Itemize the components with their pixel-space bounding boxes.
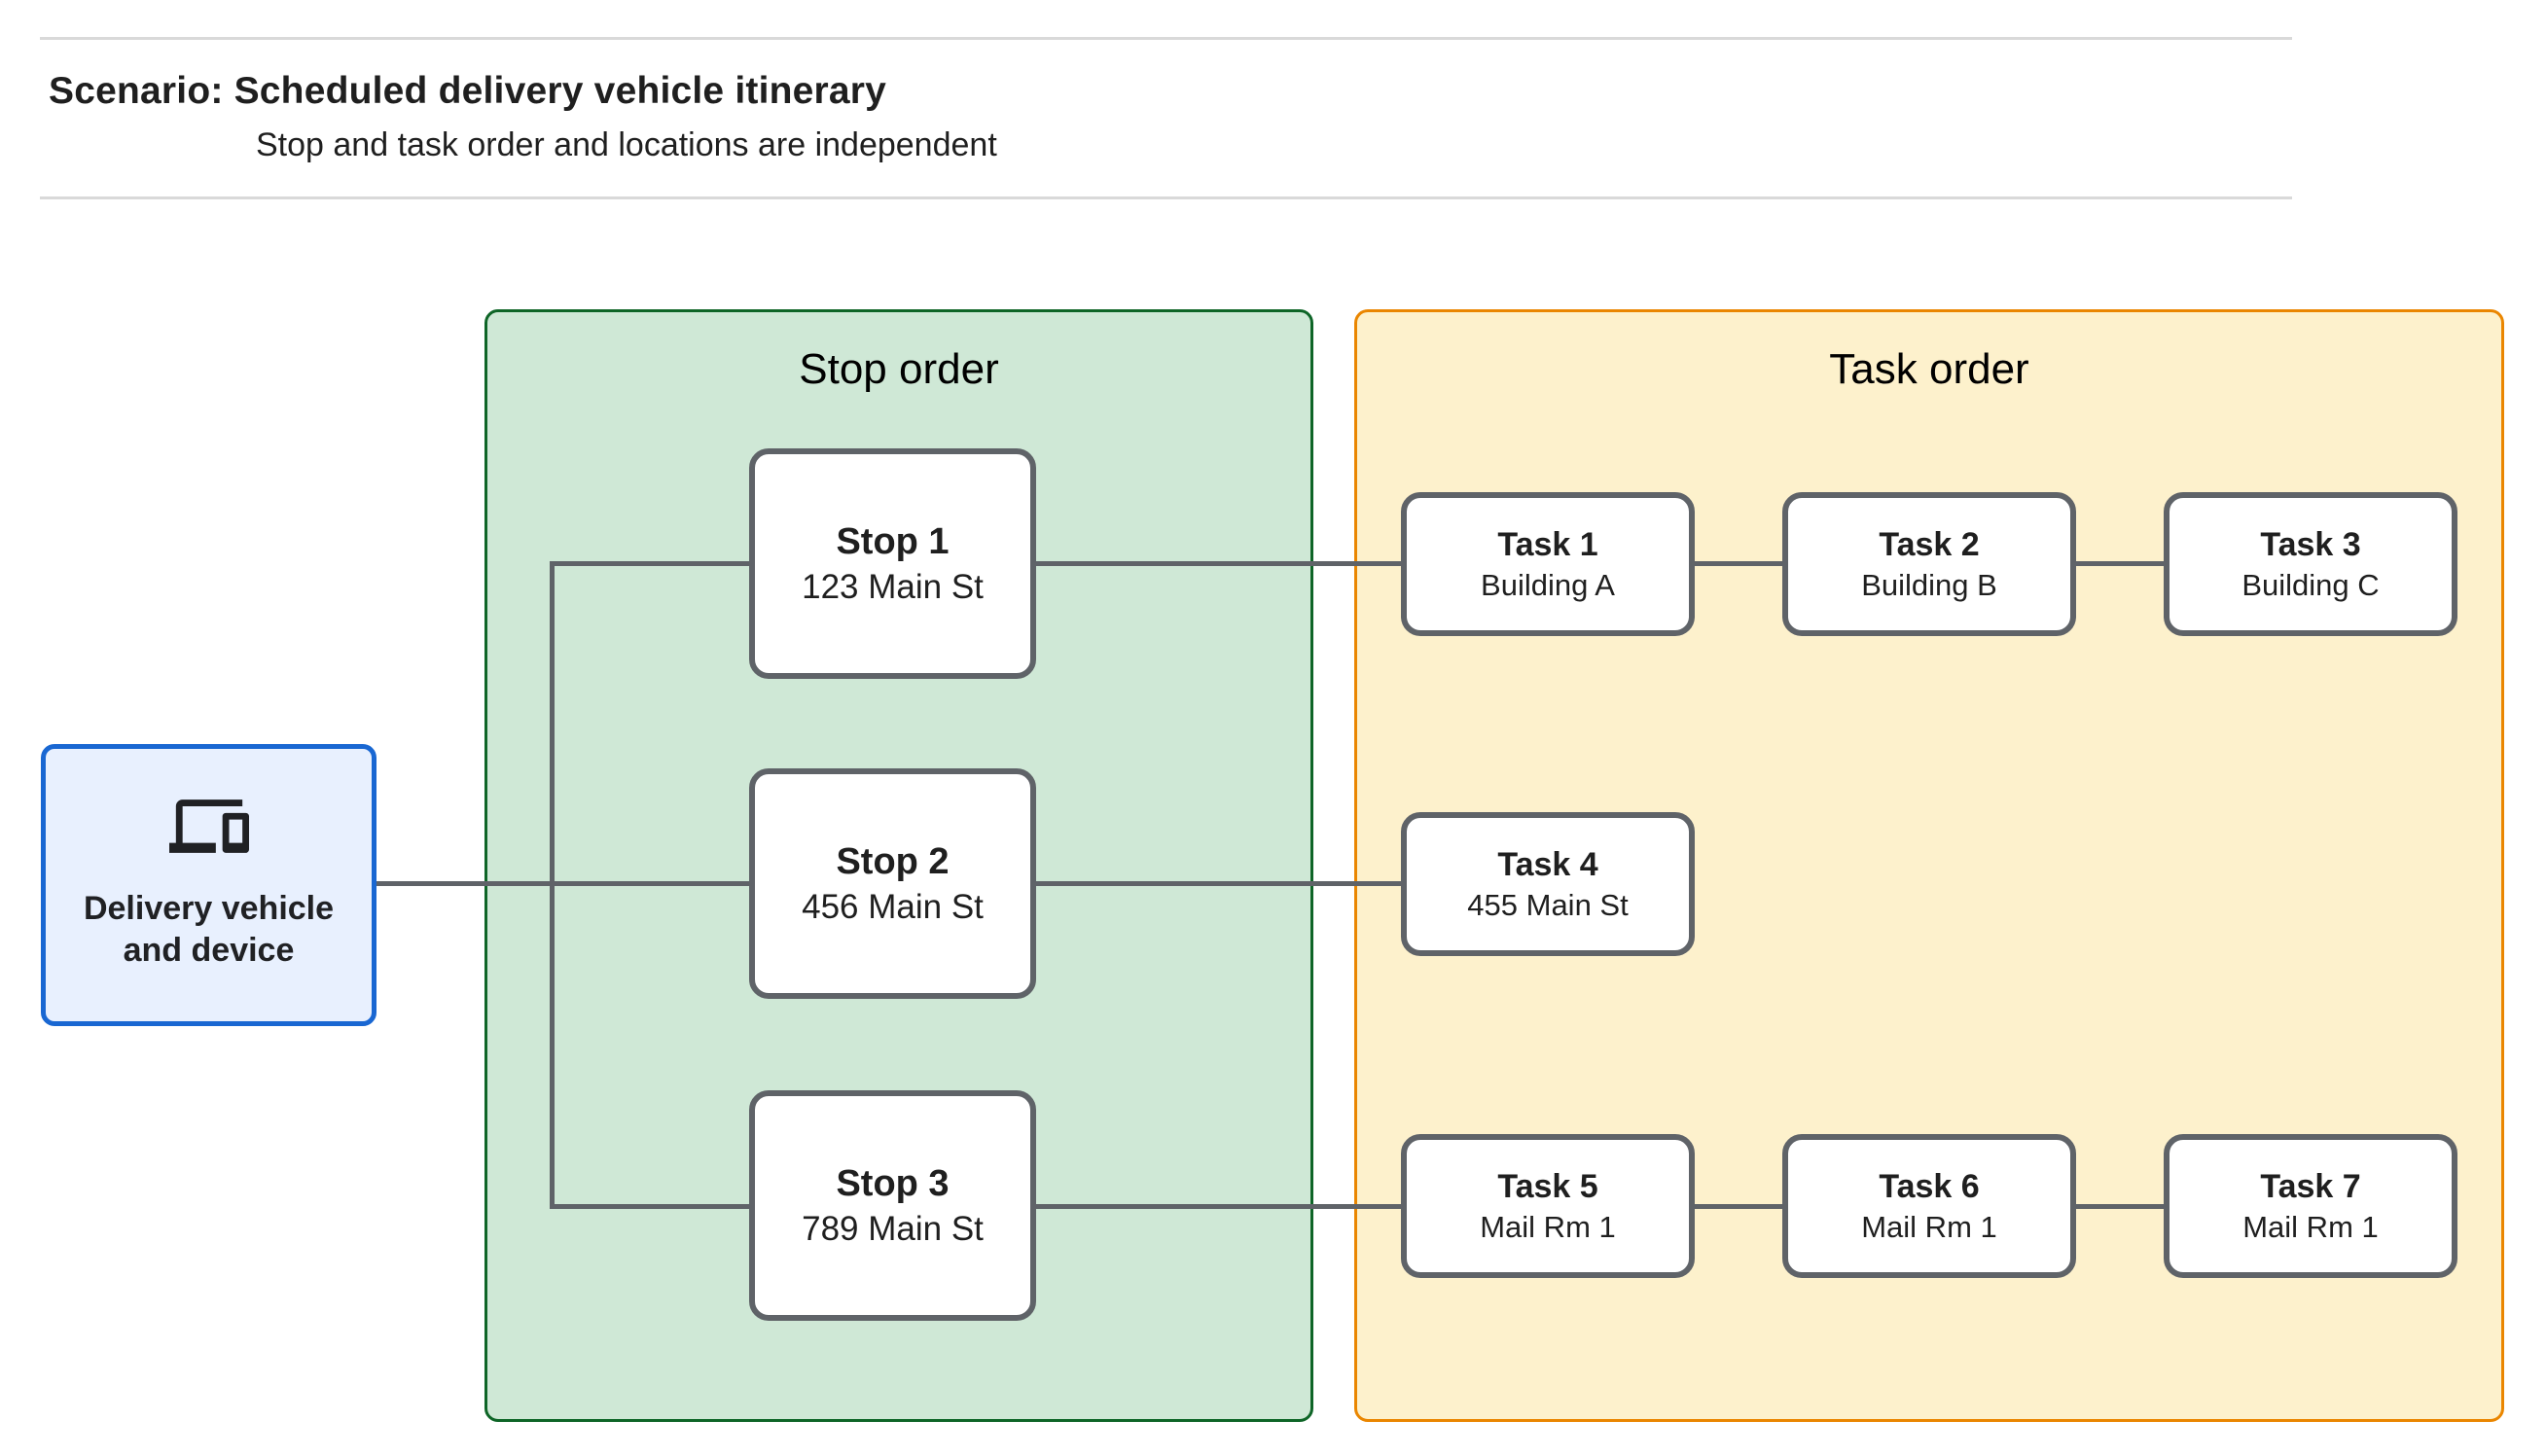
connector-task1-to-task2 <box>1693 561 1784 566</box>
task-node-7: Task 7 Mail Rm 1 <box>2164 1134 2457 1278</box>
stop-node-3: Stop 3 789 Main St <box>749 1090 1036 1321</box>
connector-trunk-vertical <box>550 561 555 1209</box>
task-node-1: Task 1 Building A <box>1401 492 1695 636</box>
stop-location: 789 Main St <box>802 1209 984 1248</box>
connector-stop2-to-task4 <box>1033 881 1401 886</box>
devices-icon <box>168 799 249 853</box>
connector-trunk-to-stop1 <box>550 561 754 566</box>
scenario-subtitle: Stop and task order and locations are in… <box>256 126 997 163</box>
task-title: Task 5 <box>1497 1168 1598 1205</box>
task-title: Task 3 <box>2260 526 2361 563</box>
stop-node-2: Stop 2 456 Main St <box>749 768 1036 999</box>
stop-title: Stop 1 <box>836 520 950 562</box>
stop-location: 123 Main St <box>802 567 984 606</box>
connector-stop1-to-task1 <box>1033 561 1401 566</box>
task-title: Task 1 <box>1497 526 1598 563</box>
divider-top <box>40 37 2292 40</box>
connector-task6-to-task7 <box>2074 1204 2166 1209</box>
stop-location: 456 Main St <box>802 887 984 926</box>
stop-title: Stop 3 <box>836 1162 950 1204</box>
task-node-3: Task 3 Building C <box>2164 492 2457 636</box>
task-location: Building A <box>1481 568 1615 602</box>
divider-bottom <box>40 196 2292 199</box>
task-location: Mail Rm 1 <box>2242 1210 2379 1244</box>
stop-order-panel-title: Stop order <box>799 345 999 393</box>
connector-task5-to-task6 <box>1693 1204 1784 1209</box>
task-title: Task 7 <box>2260 1168 2361 1205</box>
task-node-5: Task 5 Mail Rm 1 <box>1401 1134 1695 1278</box>
connector-stop3-to-task5 <box>1033 1204 1401 1209</box>
task-node-6: Task 6 Mail Rm 1 <box>1782 1134 2076 1278</box>
task-title: Task 4 <box>1497 846 1598 883</box>
task-location: Building B <box>1861 568 1997 602</box>
scenario-title: Scenario: Scheduled delivery vehicle iti… <box>49 70 887 112</box>
task-location: 455 Main St <box>1467 888 1629 922</box>
task-order-panel-title: Task order <box>1829 345 2029 393</box>
task-location: Mail Rm 1 <box>1861 1210 1997 1244</box>
task-title: Task 2 <box>1879 526 1980 563</box>
task-node-2: Task 2 Building B <box>1782 492 2076 636</box>
connector-task2-to-task3 <box>2074 561 2166 566</box>
connector-vehicle-to-stop2 <box>377 881 754 886</box>
delivery-vehicle-node: Delivery vehicle and device <box>41 744 377 1026</box>
task-node-4: Task 4 455 Main St <box>1401 812 1695 956</box>
stop-node-1: Stop 1 123 Main St <box>749 448 1036 679</box>
delivery-vehicle-label: Delivery vehicle and device <box>83 889 335 969</box>
connector-trunk-to-stop3 <box>550 1204 754 1209</box>
task-location: Building C <box>2241 568 2380 602</box>
task-location: Mail Rm 1 <box>1480 1210 1616 1244</box>
stop-title: Stop 2 <box>836 840 950 882</box>
task-title: Task 6 <box>1879 1168 1980 1205</box>
